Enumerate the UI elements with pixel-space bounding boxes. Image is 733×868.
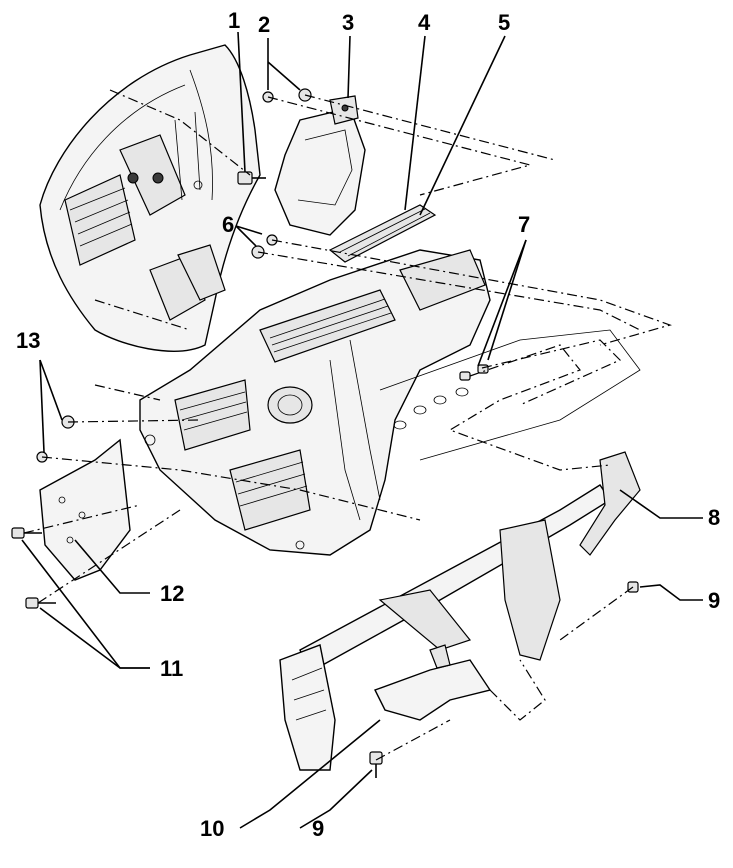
callout-13: 13: [16, 328, 41, 353]
item-2-nuts: [262, 88, 312, 103]
assembly-lines: [23, 89, 672, 761]
callout-2: 2: [258, 12, 271, 37]
callout-8: 8: [708, 505, 721, 530]
callout-3: 3: [342, 10, 355, 35]
duct-cover: [274, 95, 366, 236]
firewall-panel: [39, 44, 261, 352]
floor-tunnel: [379, 329, 641, 461]
item-10-support: [374, 644, 492, 721]
hvac-unit: [139, 249, 491, 556]
side-bracket: [36, 415, 131, 581]
item-1-bolt: [237, 171, 266, 185]
callout-10: 10: [200, 816, 225, 841]
callout-11: 11: [160, 656, 184, 681]
cross-car-beam: [279, 451, 641, 771]
callout-9-right: 9: [708, 588, 721, 613]
callout-5: 5: [498, 10, 511, 35]
filter-strip: [328, 204, 437, 263]
item-11-screws: [11, 527, 56, 609]
callout-12: 12: [160, 581, 185, 606]
leader-lines: [21, 31, 703, 829]
callout-7: 7: [518, 212, 531, 237]
callout-1: 1: [228, 8, 241, 33]
callout-9-bottom: 9: [312, 816, 325, 841]
callout-6: 6: [222, 212, 235, 237]
callout-4: 4: [418, 10, 431, 35]
